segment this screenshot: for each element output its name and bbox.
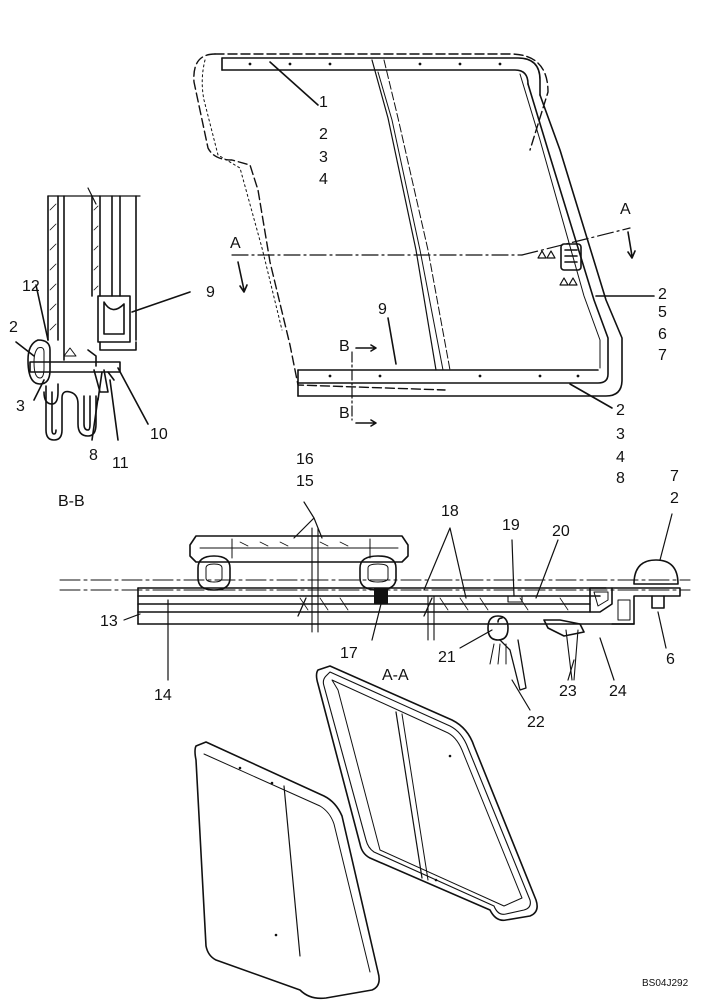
callout-9: 9 — [378, 301, 387, 318]
callout-2: 2 — [319, 126, 328, 143]
callout-6: 6 — [658, 326, 667, 343]
callout-22: 22 — [527, 714, 545, 731]
callout-20: 20 — [552, 523, 570, 540]
callout-2: 2 — [9, 319, 18, 336]
callout-3: 3 — [616, 426, 625, 443]
callout-17: 17 — [340, 645, 358, 662]
window-frame-drawing — [193, 53, 655, 427]
callout-19: 19 — [502, 517, 520, 534]
callout-2: 2 — [670, 490, 679, 507]
callout-1: 1 — [319, 94, 328, 111]
callout-3: 3 — [319, 149, 328, 166]
callout-13: 13 — [100, 613, 118, 630]
section-aa-drawing — [59, 501, 691, 711]
callout-2: 2 — [658, 286, 667, 303]
callout-4: 4 — [319, 171, 328, 188]
callout-24: 24 — [609, 683, 627, 700]
callout-10: 10 — [150, 426, 168, 443]
section-title-aa: A-A — [382, 667, 409, 684]
section-mark-b-bottom: B — [339, 405, 350, 422]
callout-6: 6 — [666, 651, 675, 668]
callout-2: 2 — [616, 402, 625, 419]
section-mark-a-left: A — [230, 235, 241, 252]
drawing-code: BS04J292 — [642, 978, 689, 989]
callout-8: 8 — [616, 470, 625, 487]
callout-11: 11 — [112, 455, 129, 472]
callout-4: 4 — [616, 449, 625, 466]
callout-23: 23 — [559, 683, 577, 700]
callout-18: 18 — [441, 503, 459, 520]
callout-8: 8 — [89, 447, 98, 464]
callout-15: 15 — [296, 473, 314, 490]
callout-21: 21 — [438, 649, 456, 666]
callout-14: 14 — [154, 687, 172, 704]
callout-9: 9 — [206, 284, 215, 301]
callout-5: 5 — [658, 304, 667, 321]
section-mark-a-right: A — [620, 201, 631, 218]
section-mark-b-top: B — [339, 338, 350, 355]
callout-16: 16 — [296, 451, 314, 468]
window-panes-drawing — [194, 665, 538, 1000]
callout-3: 3 — [16, 398, 25, 415]
callout-12: 12 — [22, 278, 40, 295]
callout-7: 7 — [658, 347, 667, 364]
section-title-bb: B-B — [58, 493, 85, 510]
callout-7: 7 — [670, 468, 679, 485]
section-bb-drawing — [15, 187, 191, 441]
